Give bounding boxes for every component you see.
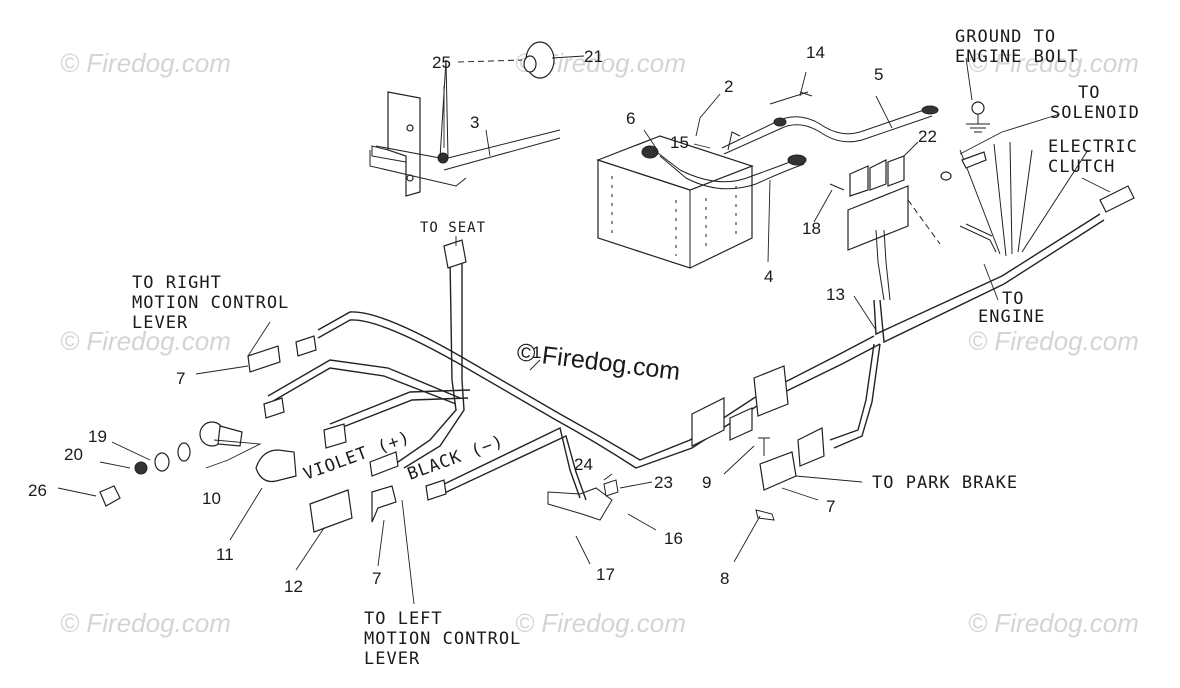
callout-24: 24 xyxy=(574,455,593,474)
label-left-lever-3: LEVER xyxy=(364,649,420,669)
label-engine-1: TO xyxy=(1002,289,1024,309)
callout-5: 5 xyxy=(874,65,883,84)
watermark: © Firedog.com xyxy=(968,326,1139,356)
label-engine-2: ENGINE xyxy=(978,307,1045,327)
watermarks: © Firedog.com © Firedog.com © Firedog.co… xyxy=(60,48,1139,638)
label-clutch-2: CLUTCH xyxy=(1048,157,1115,177)
callout-8: 8 xyxy=(720,569,729,588)
watermark: © Firedog.com xyxy=(968,608,1139,638)
callout-13: 13 xyxy=(826,285,845,304)
main-harness xyxy=(263,239,881,521)
callout-6: 6 xyxy=(626,109,635,128)
mounting-bracket xyxy=(369,41,561,197)
callout-7b: 7 xyxy=(372,569,381,588)
callout-22: 22 xyxy=(918,127,937,146)
label-seat: TO SEAT xyxy=(420,220,486,236)
watermark: © Firedog.com xyxy=(60,608,231,638)
callout-11: 11 xyxy=(216,545,234,564)
label-solenoid-1: TO xyxy=(1078,83,1100,103)
label-ground-1: GROUND TO xyxy=(955,27,1056,47)
label-solenoid-2: SOLENOID xyxy=(1050,103,1140,123)
label-right-lever-3: LEVER xyxy=(132,313,188,333)
switch-components xyxy=(99,345,797,533)
ground-cable xyxy=(721,91,990,155)
callout-14: 14 xyxy=(806,43,825,62)
callout-26: 26 xyxy=(28,481,47,500)
watermark: © Firedog.com xyxy=(60,326,231,356)
engine-harness xyxy=(873,141,1135,344)
callout-19: 19 xyxy=(88,427,107,446)
label-ground-2: ENGINE BOLT xyxy=(955,47,1079,67)
callout-20: 20 xyxy=(64,445,83,464)
callout-3: 3 xyxy=(470,113,479,132)
label-right-lever-1: TO RIGHT xyxy=(132,273,222,293)
label-park-brake: TO PARK BRAKE xyxy=(872,473,1018,493)
callout-16: 16 xyxy=(664,529,683,548)
callout-15: 15 xyxy=(670,133,689,152)
watermark: © Firedog.com xyxy=(60,48,231,78)
callout-23: 23 xyxy=(654,473,673,492)
callout-18: 18 xyxy=(802,219,821,238)
label-left-lever-2: MOTION CONTROL xyxy=(364,629,521,649)
leader-lines xyxy=(57,55,1111,605)
callout-7c: 7 xyxy=(826,497,835,516)
label-left-lever-1: TO LEFT xyxy=(364,609,443,629)
callout-21: 21 xyxy=(584,47,603,66)
callout-7a: 7 xyxy=(176,369,185,388)
callout-10: 10 xyxy=(202,489,221,508)
battery xyxy=(596,131,807,269)
watermark: © Firedog.com xyxy=(968,48,1139,78)
watermark: © Firedog.com xyxy=(515,608,686,638)
callout-9: 9 xyxy=(702,473,711,492)
callout-12: 12 xyxy=(284,577,303,596)
relay-cluster xyxy=(829,155,941,301)
label-right-lever-2: MOTION CONTROL xyxy=(132,293,289,313)
callout-2: 2 xyxy=(724,77,733,96)
callout-numbers: 1 2 3 4 5 6 7 7 7 8 9 10 11 12 13 14 15 … xyxy=(28,43,937,596)
label-clutch-1: ELECTRIC xyxy=(1048,137,1138,157)
callout-25: 25 xyxy=(432,53,451,72)
callout-4: 4 xyxy=(764,267,773,286)
callout-1: 1 xyxy=(532,343,541,362)
callout-17: 17 xyxy=(596,565,615,584)
